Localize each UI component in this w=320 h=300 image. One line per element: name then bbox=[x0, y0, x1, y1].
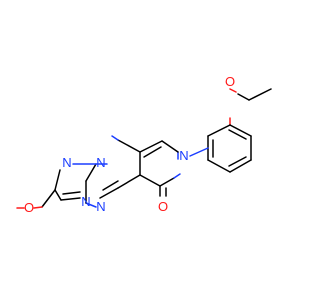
bond-ch2 bbox=[41, 189, 56, 208]
bond-tri-3 bbox=[54, 169, 61, 191]
oxygen-carbonyl-label: O bbox=[158, 199, 168, 214]
bond-pyr-1 bbox=[161, 140, 179, 153]
phenyl-ring bbox=[207, 124, 252, 173]
triazole-ring bbox=[54, 163, 108, 201]
bond-phenyl-4 bbox=[229, 159, 252, 173]
oxygen-ether-label: O bbox=[225, 74, 235, 89]
pyrimidine-ring bbox=[85, 135, 141, 208]
bond-ethyl-ch2 bbox=[237, 93, 250, 101]
nitrogen-triazole-bottom-label: N bbox=[81, 194, 90, 209]
methoxymethyl-group bbox=[16, 189, 56, 209]
molecule-canvas: O N O N N N N O bbox=[16, 74, 272, 215]
bond-pyr-2-inner bbox=[143, 146, 162, 158]
bond-ethyl-o bbox=[229, 88, 237, 93]
bond-tri-5-inner bbox=[62, 191, 81, 195]
bond-phenyl-1 bbox=[207, 124, 231, 137]
bond-phenyl-6 bbox=[229, 124, 252, 137]
bond-phenyl-6-inner bbox=[228, 129, 247, 140]
bond-tri-5 bbox=[60, 197, 81, 201]
bond-tri-4 bbox=[54, 189, 62, 201]
bond-pym-5 bbox=[85, 202, 97, 208]
nitrogen-pyrimidine-label: N bbox=[96, 199, 105, 214]
bond-pym-1 bbox=[117, 174, 141, 189]
bond-pym-4 bbox=[99, 187, 119, 199]
bond-pyr-6 bbox=[173, 173, 181, 179]
bond-phenyl-3 bbox=[207, 159, 231, 173]
bond-phenyl-to-n bbox=[189, 147, 209, 157]
bond-pyr-5 bbox=[159, 177, 175, 187]
bond-pym-3 bbox=[111, 135, 119, 141]
bond-o-ch2 bbox=[33, 206, 43, 209]
bond-pym-4-inner bbox=[102, 180, 119, 191]
carbonyl bbox=[159, 185, 167, 197]
molecule-structure: O N O N N N N O bbox=[16, 74, 272, 215]
bond-pym-7 bbox=[85, 163, 97, 182]
atom-labels: O N O N N N N O bbox=[24, 74, 235, 215]
bond-phenyl-4-inner bbox=[228, 156, 247, 167]
bond-pyr-2 bbox=[139, 140, 163, 153]
bond-pym-2 bbox=[117, 139, 141, 153]
pyridinone-ring bbox=[139, 140, 181, 187]
nitrogen-pyridinone-label: N bbox=[179, 148, 188, 163]
nitrogen-triazole-left-label: N bbox=[62, 155, 71, 170]
bond-pyr-4 bbox=[139, 174, 161, 187]
bond-ethyl-ch3 bbox=[248, 88, 272, 101]
nitrogen-fused-label: N bbox=[96, 155, 105, 170]
oxygen-methoxy-label: O bbox=[24, 200, 34, 215]
ethoxy-group bbox=[229, 88, 272, 126]
